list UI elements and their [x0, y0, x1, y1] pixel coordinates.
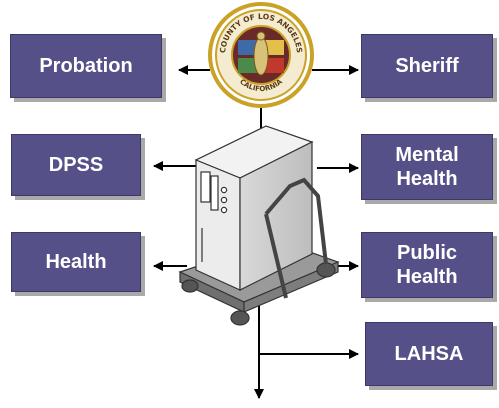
node-probation: Probation [10, 34, 162, 98]
county-seal-logo: COUNTY OF LOS ANGELES CALIFORNIA [208, 2, 314, 108]
node-health: Health [11, 232, 141, 292]
node-mental-health: Mental Health [361, 134, 493, 200]
node-sheriff: Sheriff [361, 34, 493, 98]
node-public-health: Public Health [361, 232, 493, 298]
node-lahsa: LAHSA [365, 322, 493, 386]
county-seal-graphic: COUNTY OF LOS ANGELES CALIFORNIA [208, 2, 314, 108]
node-dpss: DPSS [11, 134, 141, 196]
computer-tower-on-cart-icon [178, 125, 340, 326]
